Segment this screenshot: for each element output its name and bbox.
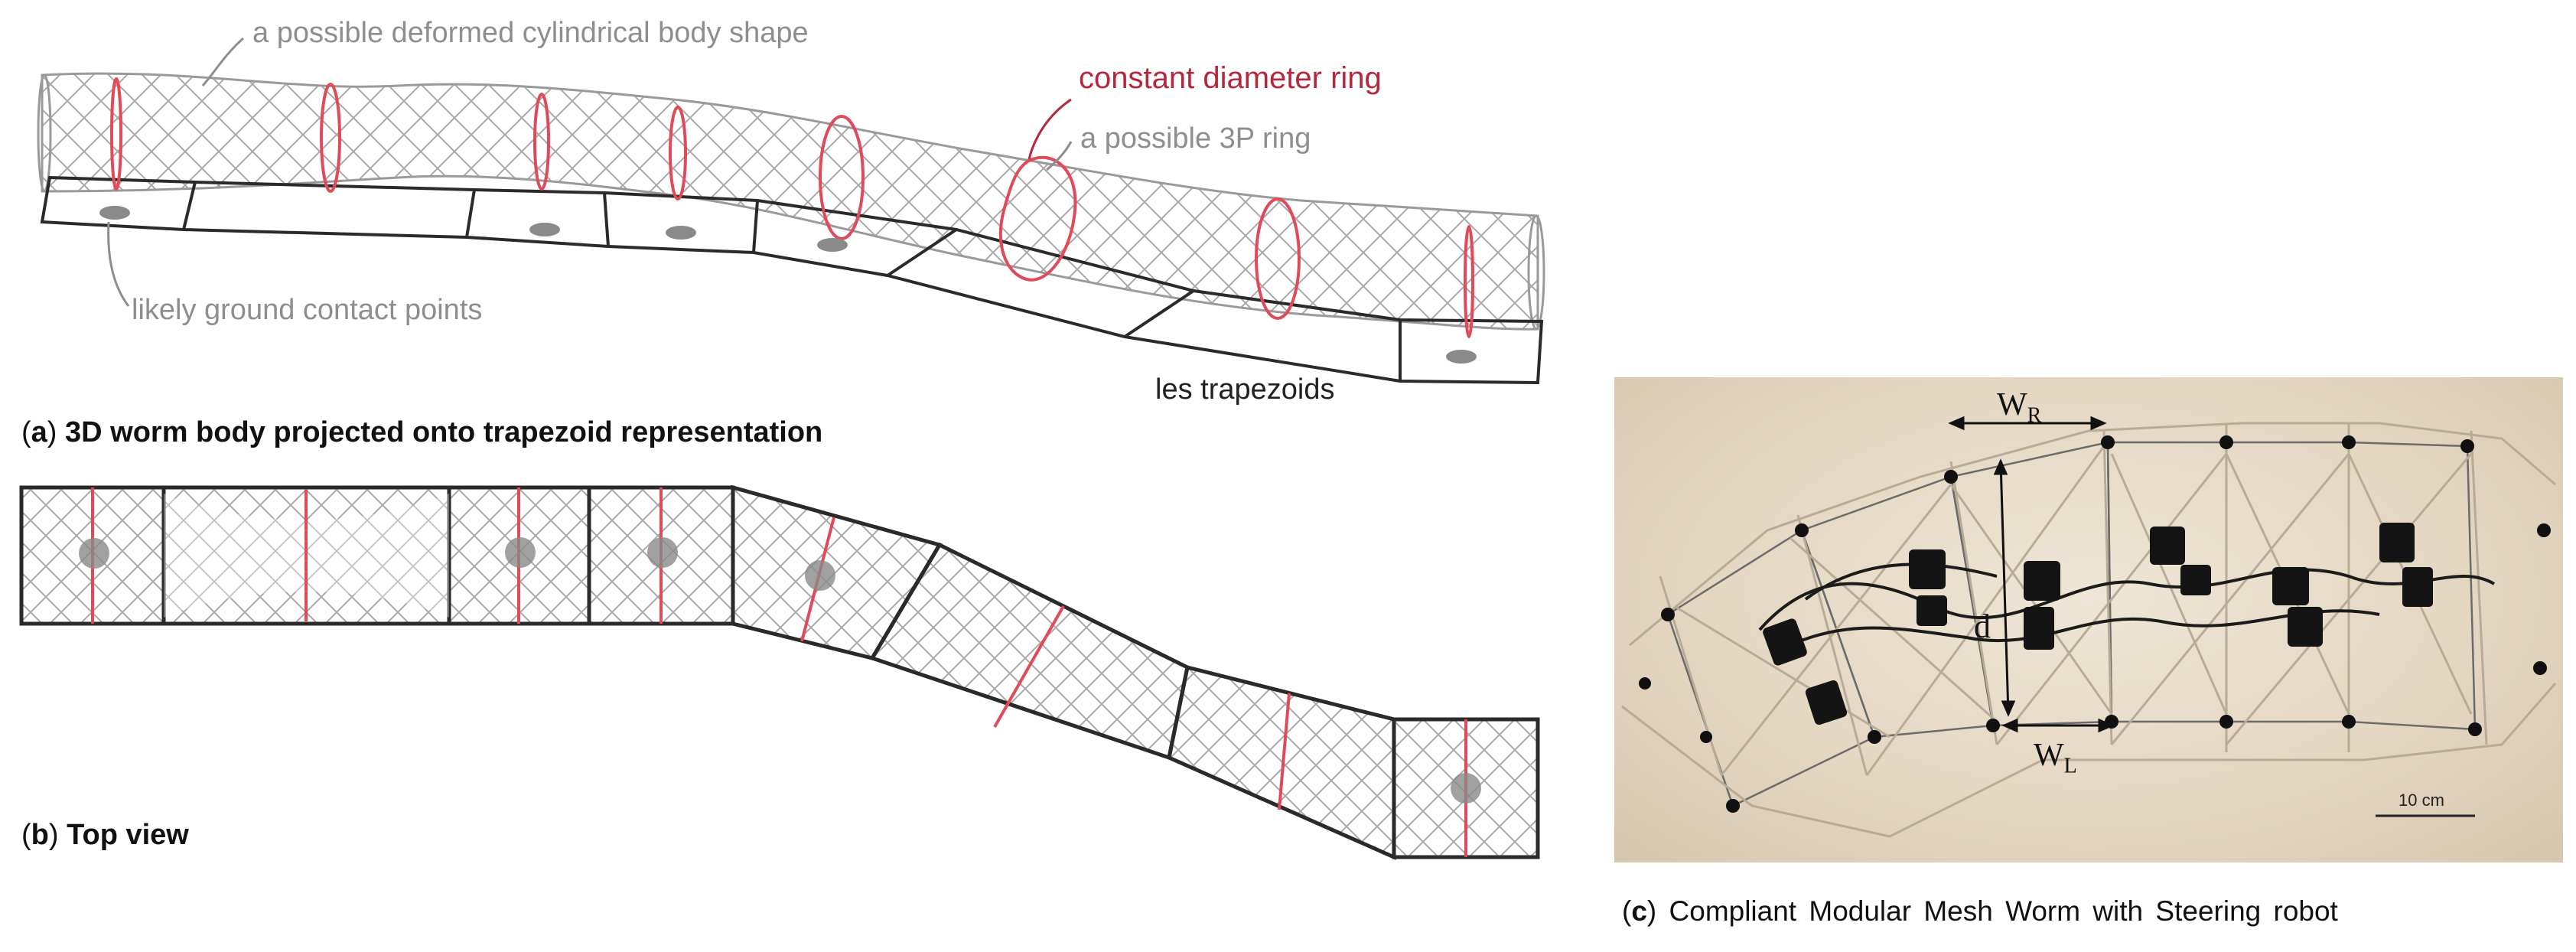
caption-a: (a) 3D worm body projected onto trapezoi…	[21, 416, 823, 448]
ground-contact-points	[99, 206, 1477, 364]
label-w-l-main: W	[2034, 738, 2064, 773]
label-d: d	[1974, 608, 1991, 645]
leader-lines	[107, 37, 1073, 307]
panel-a-drawing	[37, 37, 1545, 385]
constant-diameter-rings	[110, 77, 1474, 338]
robot-actuators	[1763, 523, 2433, 725]
label-w-r-main: W	[1997, 387, 2027, 422]
caption-c-letter: c	[1631, 895, 1647, 927]
robot-cables	[1758, 562, 2496, 654]
deformed-body-label: a possible deformed cylindrical body sha…	[252, 17, 809, 49]
label-w-r: WR	[1997, 386, 2041, 428]
ring-3p-label: a possible 3P ring	[1080, 122, 1311, 155]
panel-b-drawing	[19, 484, 1540, 860]
caption-c: (c) Compliant Modular Mesh Worm with Ste…	[1622, 895, 2338, 927]
ground-contact-label: likely ground contact points	[132, 294, 483, 326]
body-end-right	[1527, 214, 1545, 331]
caption-b: (b) Top view	[21, 819, 189, 851]
robot-photo: WR d WL 10 cm	[1614, 377, 2563, 862]
ring-3p	[998, 155, 1077, 282]
caption-a-text: 3D worm body projected onto trapezoid re…	[65, 416, 823, 448]
caption-c-text: Compliant Modular Mesh Worm with Steerin…	[1669, 895, 2338, 927]
label-w-l: WL	[2034, 737, 2077, 778]
constant-ring-label: constant diameter ring	[1079, 61, 1382, 95]
caption-b-letter: b	[31, 819, 49, 851]
top-view-contacts	[79, 537, 1481, 804]
trapezoids-label: les trapezoids	[1155, 373, 1335, 406]
trapezoid-strip	[40, 175, 1544, 385]
caption-b-text: Top view	[67, 819, 189, 851]
label-w-r-sub: R	[2027, 403, 2042, 428]
robot-joints	[1639, 435, 2551, 813]
caption-a-letter: a	[31, 416, 47, 448]
label-w-l-sub: L	[2063, 754, 2077, 778]
robot-photo-drawing	[1621, 416, 2557, 838]
dimension-arrows	[1948, 416, 2115, 733]
constant-ring-leader	[1027, 98, 1072, 160]
robot-mesh-wires	[1621, 422, 2557, 838]
body-end-left	[37, 73, 52, 193]
scale-label: 10 cm	[2399, 791, 2444, 810]
